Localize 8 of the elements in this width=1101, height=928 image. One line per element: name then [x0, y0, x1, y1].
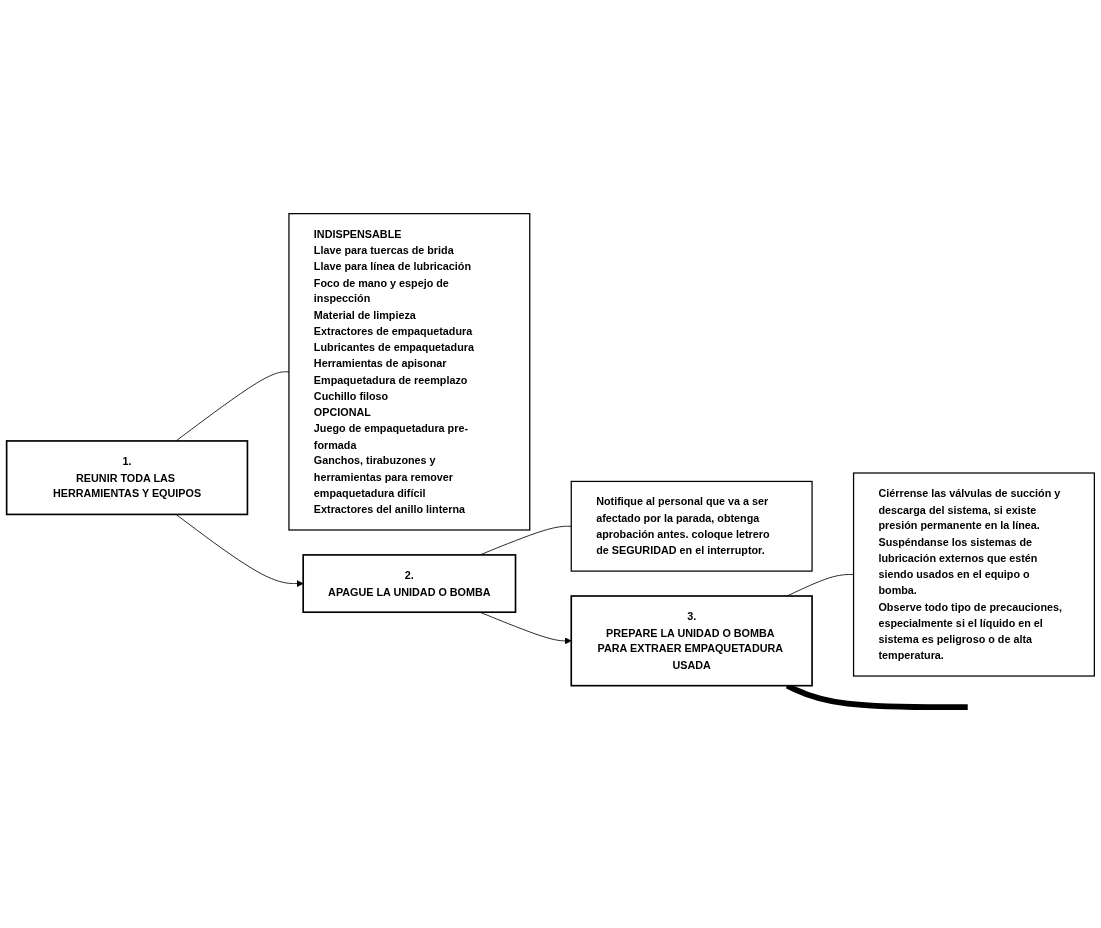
node-box: 3. PREPARE LA UNIDAD O BOMBA PARA EXTRAER EMPAQUETADURA USADA — [570, 595, 813, 687]
connector — [786, 574, 854, 597]
connector — [479, 526, 572, 556]
node-box: 1. REUNIR TODA LAS HERRAMIENTAS Y EQUIPOS — [5, 440, 249, 516]
node-box: Notifique al personal que va a ser afectado por la parada, obtenga aprobación antes. coloque letrero de SEGURIDAD en el interruptor. — [570, 481, 813, 573]
node-box: INDISPENSABLE Llave para tuercas de brida Llave para línea de lubricación Foco de mano y espejo de inspección Material de limpieza Extractores de empaquetadura Lubricantes de empaquetadura Herramientas de apisonar Empaquetadura de reemplazo Cuchillo filoso OPCIONAL Juego de empaquetadura pre-formada Ganchos, tirabuzones y herramientas para remover empaquetadura difícil Extractores del anillo linterna — [288, 213, 531, 532]
node-box: Ciérrense las válvulas de succión y descarga del sistema, si existe presión permanente en la línea. Suspéndanse los sistemas de lubricación externos que estén siendo usados en el equipo o bomba. Observe todo tipo de precauciones, especialmente si el líquido en el sistema es peligroso o de alta temperatura. — [852, 472, 1095, 678]
node-box: 2. APAGUE LA UNIDAD O BOMBA — [302, 554, 517, 614]
